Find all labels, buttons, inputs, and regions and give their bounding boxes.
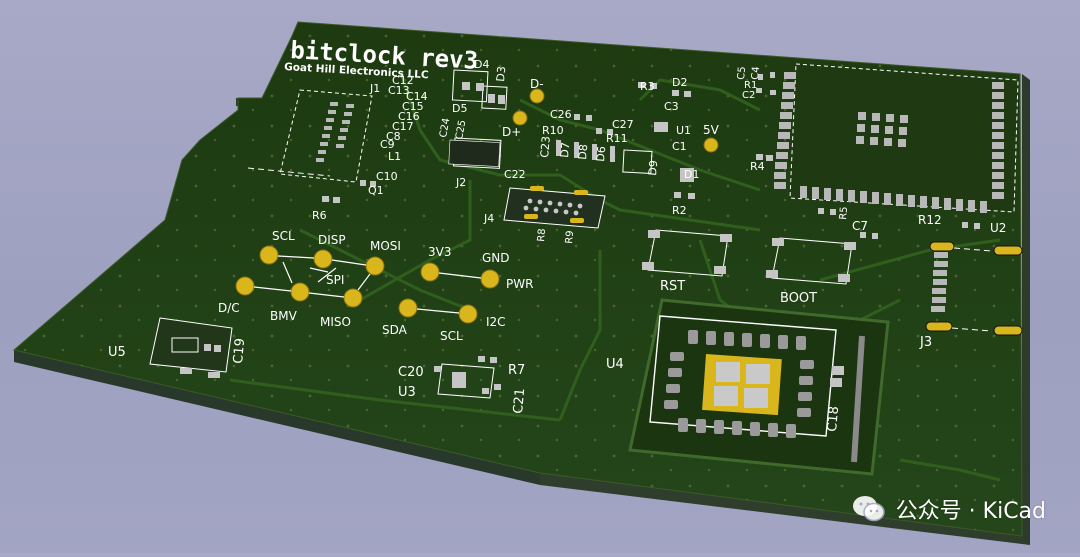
label-r3: R3 bbox=[640, 80, 655, 93]
label-c16: C16 bbox=[398, 110, 420, 123]
j2-chip bbox=[448, 139, 501, 167]
label-c1: C1 bbox=[672, 140, 687, 153]
label-dc: D/C bbox=[218, 301, 240, 315]
label-d4: D4 bbox=[474, 58, 489, 71]
boot-button bbox=[766, 237, 856, 285]
label-miso: MISO bbox=[320, 315, 351, 329]
copper-traces bbox=[229, 69, 1001, 482]
label-r9: R9 bbox=[564, 230, 576, 244]
label-gnd: GND bbox=[482, 251, 510, 265]
u5-component bbox=[149, 317, 233, 378]
label-l1: L1 bbox=[388, 150, 401, 163]
label-q1: Q1 bbox=[368, 184, 384, 197]
label-5v: 5V bbox=[703, 123, 720, 137]
label-d5: D5 bbox=[452, 102, 467, 115]
label-c12: C12 bbox=[392, 74, 414, 87]
silkscreen-labels: D4 D3 D5 D- D+ R3 D2 C3 U1 5V C1 C26 R10… bbox=[108, 58, 1006, 432]
label-c3: C3 bbox=[664, 100, 679, 113]
label-u1: U1 bbox=[676, 124, 691, 137]
label-r6: R6 bbox=[312, 209, 327, 222]
label-u5: U5 bbox=[108, 345, 126, 360]
label-disp: DISP bbox=[318, 233, 346, 247]
label-r11: R11 bbox=[606, 132, 628, 145]
j3-connector bbox=[925, 241, 1023, 336]
label-c25: C25 bbox=[454, 119, 468, 140]
label-u4: U4 bbox=[606, 357, 624, 372]
label-d8: D8 bbox=[576, 144, 590, 161]
label-r8: R8 bbox=[536, 228, 548, 242]
label-sda: SDA bbox=[382, 323, 408, 337]
watermark-text: 公众号 · KiCad bbox=[895, 499, 1046, 524]
label-c10: C10 bbox=[376, 170, 398, 183]
label-c14: C14 bbox=[406, 90, 428, 103]
label-c15: C15 bbox=[402, 100, 424, 113]
watermark: 公众号 · KiCad bbox=[852, 493, 1046, 525]
label-c26: C26 bbox=[550, 108, 572, 121]
label-3v3: 3V3 bbox=[428, 245, 451, 259]
label-dminus: D- bbox=[530, 77, 544, 91]
smd-pads bbox=[322, 72, 980, 239]
label-j3: J3 bbox=[919, 335, 932, 350]
label-r2: R2 bbox=[672, 204, 687, 217]
label-r5: R5 bbox=[838, 206, 850, 220]
label-mosi: MOSI bbox=[370, 239, 401, 253]
j1-connector bbox=[247, 89, 373, 183]
label-r1: R1 bbox=[744, 80, 757, 91]
label-c4: C4 bbox=[750, 66, 762, 80]
j4-connector bbox=[503, 186, 606, 229]
label-r10: R10 bbox=[542, 124, 564, 137]
label-d7: D7 bbox=[558, 142, 572, 159]
label-j2: J2 bbox=[455, 176, 466, 189]
label-c5: C5 bbox=[736, 66, 748, 80]
label-d1: D1 bbox=[684, 168, 699, 181]
label-c20: C20 bbox=[398, 365, 424, 380]
label-spi: SPI bbox=[326, 273, 344, 287]
label-d2: D2 bbox=[672, 76, 687, 89]
label-scl: SCL bbox=[272, 229, 295, 243]
label-c19: C19 bbox=[231, 338, 248, 365]
label-u2: U2 bbox=[990, 221, 1006, 235]
label-pwr: PWR bbox=[506, 277, 533, 291]
diode-packages bbox=[451, 69, 653, 174]
u2-module bbox=[774, 63, 1019, 213]
label-c17: C17 bbox=[392, 120, 414, 133]
label-j1: J1 bbox=[369, 82, 380, 95]
label-i2c: I2C bbox=[486, 315, 506, 329]
label-boot: BOOT bbox=[780, 291, 817, 306]
label-c23: C23 bbox=[538, 136, 553, 159]
test-pad-links bbox=[253, 255, 482, 314]
label-rst: RST bbox=[660, 279, 685, 294]
u3-component bbox=[434, 356, 501, 399]
label-c27: C27 bbox=[612, 118, 634, 131]
label-c13: C13 bbox=[388, 84, 410, 97]
label-c24: C24 bbox=[438, 117, 452, 138]
label-c22: C22 bbox=[504, 168, 526, 181]
label-u3: U3 bbox=[398, 385, 416, 400]
wechat-icon bbox=[852, 496, 885, 522]
label-scl2: SCL bbox=[440, 329, 463, 343]
label-bmv: BMV bbox=[270, 309, 298, 323]
u4-chip bbox=[664, 330, 844, 438]
label-r7: R7 bbox=[508, 363, 525, 378]
label-r12: R12 bbox=[918, 213, 942, 227]
label-d6: D6 bbox=[594, 146, 608, 163]
label-c8: C8 bbox=[386, 130, 401, 143]
rst-button bbox=[642, 229, 732, 277]
label-j4: J4 bbox=[483, 212, 494, 225]
label-d3: D3 bbox=[494, 66, 508, 83]
label-dplus: D+ bbox=[502, 125, 521, 139]
label-c2: C2 bbox=[742, 90, 755, 101]
label-r4: R4 bbox=[750, 160, 765, 173]
label-c9: C9 bbox=[380, 138, 395, 151]
label-c21: C21 bbox=[511, 388, 528, 415]
test-pads bbox=[235, 88, 719, 324]
label-d9: D9 bbox=[646, 160, 660, 177]
label-c18: C18 bbox=[825, 406, 842, 433]
label-c7: C7 bbox=[852, 219, 868, 233]
